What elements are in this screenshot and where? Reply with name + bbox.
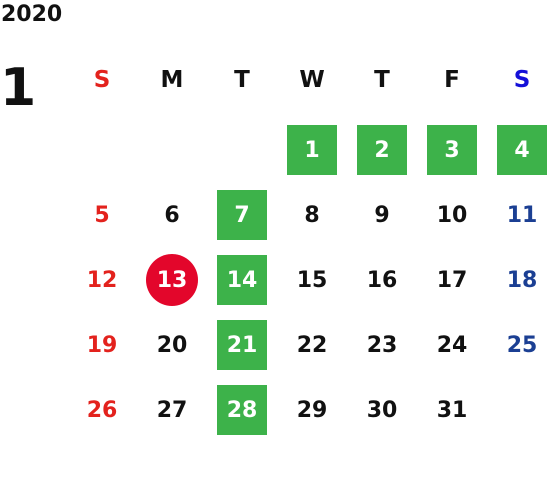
day-cell-7[interactable]: 7: [217, 190, 267, 240]
day-cell-22[interactable]: 22: [296, 332, 328, 358]
day-cell-12[interactable]: 12: [86, 267, 118, 293]
day-cell-19[interactable]: 19: [86, 332, 118, 358]
weekday-wed: W: [299, 67, 325, 93]
day-cell-11[interactable]: 11: [506, 202, 538, 228]
day-cell-1[interactable]: 1: [287, 125, 337, 175]
year-label: 2020: [1, 2, 63, 27]
day-cell-28[interactable]: 28: [217, 385, 267, 435]
day-cell-30[interactable]: 30: [366, 397, 398, 423]
day-cell-14[interactable]: 14: [217, 255, 267, 305]
day-cell-15[interactable]: 15: [296, 267, 328, 293]
weekday-tue: T: [234, 67, 250, 93]
day-cell-31[interactable]: 31: [436, 397, 468, 423]
day-cell-16[interactable]: 16: [366, 267, 398, 293]
day-cell-18[interactable]: 18: [506, 267, 538, 293]
day-cell-17[interactable]: 17: [436, 267, 468, 293]
day-cell-24[interactable]: 24: [436, 332, 468, 358]
weekday-fri: F: [444, 67, 460, 93]
day-cell-27[interactable]: 27: [156, 397, 188, 423]
day-cell-4[interactable]: 4: [497, 125, 547, 175]
day-cell-23[interactable]: 23: [366, 332, 398, 358]
day-cell-10[interactable]: 10: [436, 202, 468, 228]
day-cell-2[interactable]: 2: [357, 125, 407, 175]
month-number: 1: [0, 58, 37, 118]
day-cell-3[interactable]: 3: [427, 125, 477, 175]
day-cell-26[interactable]: 26: [86, 397, 118, 423]
day-cell-5[interactable]: 5: [94, 202, 110, 228]
weekday-sun: S: [93, 67, 111, 93]
day-cell-25[interactable]: 25: [506, 332, 538, 358]
weekday-thu: T: [374, 67, 390, 93]
day-cell-20[interactable]: 20: [156, 332, 188, 358]
day-cell-6[interactable]: 6: [164, 202, 180, 228]
weekday-mon: M: [160, 67, 184, 93]
day-cell-9[interactable]: 9: [374, 202, 390, 228]
day-cell-21[interactable]: 21: [217, 320, 267, 370]
day-cell-29[interactable]: 29: [296, 397, 328, 423]
weekday-sat: S: [513, 67, 531, 93]
day-cell-13[interactable]: 13: [146, 254, 198, 306]
day-cell-8[interactable]: 8: [304, 202, 320, 228]
